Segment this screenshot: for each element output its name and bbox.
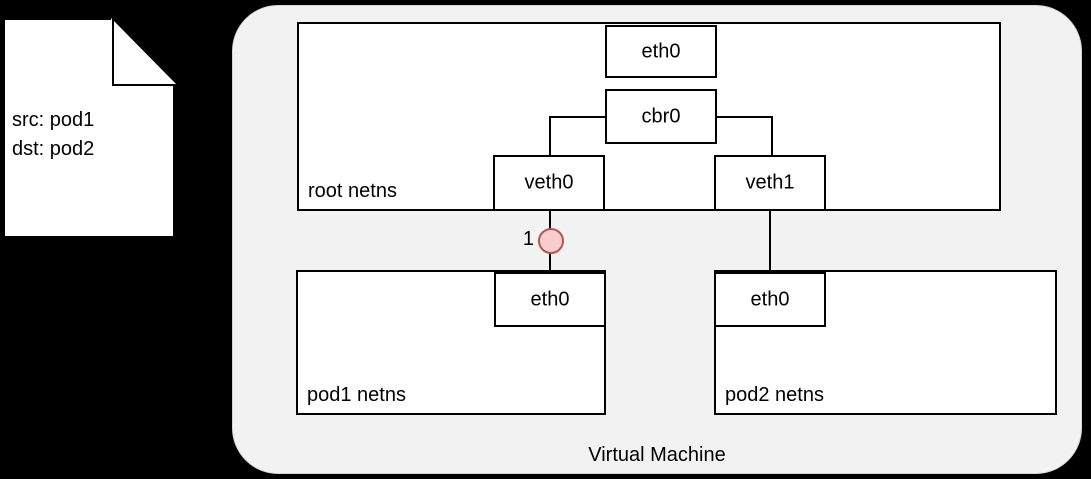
root-eth0-label: eth0 [641, 40, 681, 62]
edge-cbr0-to-veth0-vertical [549, 116, 551, 157]
veth0-label: veth0 [524, 171, 574, 194]
packet-note-text: src: pod1 dst: pod2 [12, 106, 94, 164]
step-marker-1 [538, 228, 564, 254]
veth0-box: veth0 [493, 155, 605, 211]
cbr0-bridge-label: cbr0 [641, 105, 681, 127]
edge-veth1-to-pod2-eth0 [769, 209, 771, 274]
packet-note: src: pod1 dst: pod2 [3, 16, 181, 238]
edge-cbr0-to-veth1-vertical [771, 116, 773, 157]
veth1-label: veth1 [745, 171, 795, 194]
edge-cbr0-to-veth1-horizontal [715, 116, 773, 118]
packet-dst-line: dst: pod2 [12, 138, 95, 160]
pod1-eth0-label: eth0 [530, 288, 570, 310]
veth1-box: veth1 [714, 155, 826, 211]
edge-cbr0-to-veth0-horizontal [549, 116, 607, 118]
root-netns-label: root netns [308, 180, 397, 202]
pod2-eth0-box: eth0 [714, 272, 826, 327]
root-eth0-box: eth0 [605, 25, 717, 78]
step-marker-label-1: 1 [522, 228, 534, 250]
virtual-machine-label: Virtual Machine [588, 444, 726, 466]
pod2-netns-label: pod2 netns [725, 384, 824, 406]
pod1-eth0-box: eth0 [494, 272, 606, 327]
packet-src-line: src: pod1 [12, 109, 95, 131]
pod2-eth0-label: eth0 [750, 288, 790, 310]
cbr0-bridge-box: cbr0 [605, 89, 717, 144]
pod1-netns-label: pod1 netns [307, 384, 406, 406]
packet-note-fold [111, 18, 177, 85]
